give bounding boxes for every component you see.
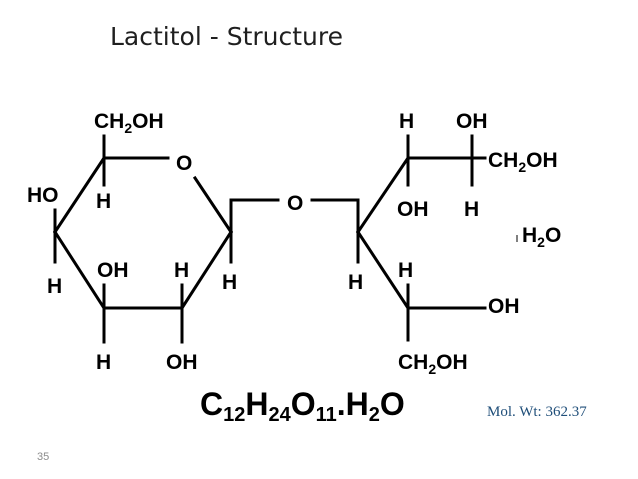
ring-substituent-bonds (53, 134, 280, 344)
water-label: H2O (522, 224, 561, 250)
glycosidic-oxygen-label: O (287, 192, 303, 215)
h-label: H (398, 259, 413, 282)
h-label: H (464, 198, 479, 221)
bond (355, 155, 411, 235)
oh-label: OH (456, 110, 488, 133)
oh-label: OH (166, 351, 198, 374)
bond (52, 229, 107, 311)
h-label: H (348, 271, 363, 294)
bond (192, 175, 234, 235)
chain-ch2oh-label: CH2OH (488, 149, 558, 175)
molecular-formula: C12H24O11.H2O (200, 386, 405, 426)
oh-label: OH (397, 198, 429, 221)
bond (179, 229, 234, 311)
h-label: H (399, 110, 414, 133)
h-label: H (96, 351, 111, 374)
oh-label: OH (97, 259, 129, 282)
molecular-weight: Mol. Wt: 362.37 (487, 404, 587, 420)
h-label: H (222, 271, 237, 294)
glucitol-chain-bonds (310, 134, 487, 342)
bond (52, 155, 107, 235)
ring-ch2oh-label: CH2OH (94, 110, 164, 136)
h-label: H (96, 190, 111, 213)
ring-oxygen-label: O (176, 152, 192, 175)
galactose-ring-bonds (52, 155, 234, 311)
ho-label: HO (27, 184, 59, 207)
chain-bottom-ch2oh-label: CH2OH (398, 351, 468, 377)
oh-label: OH (488, 295, 520, 318)
h-label: H (174, 259, 189, 282)
slide-title: Lactitol - Structure (110, 22, 343, 51)
h-label: H (47, 275, 62, 298)
bond (355, 229, 411, 311)
page-number: 35 (37, 451, 50, 463)
